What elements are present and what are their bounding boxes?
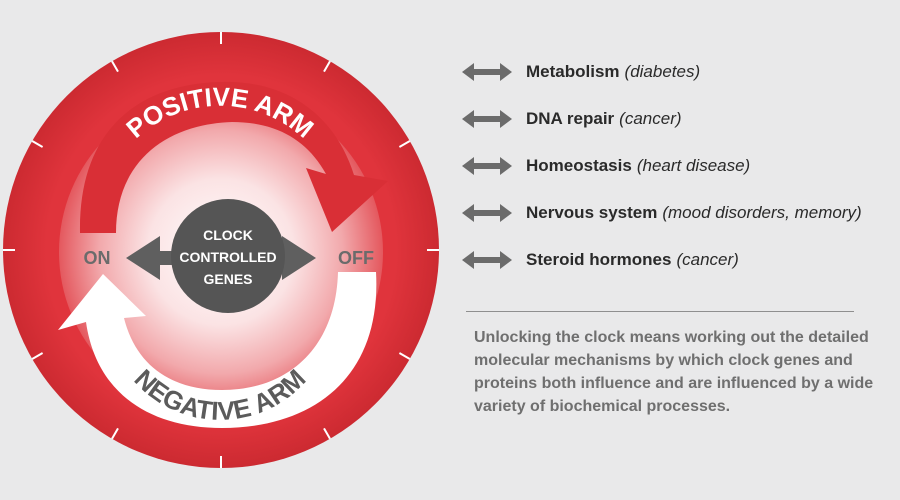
- caption-text: Unlocking the clock means working out th…: [474, 329, 874, 415]
- double-arrow-icon: [462, 157, 512, 175]
- clock-tick: [323, 60, 331, 73]
- pathway-disease: (heart disease): [636, 156, 751, 175]
- pathway-disease: (mood disorders, memory): [662, 203, 862, 222]
- pathway-item: Metabolism (diabetes): [462, 56, 892, 88]
- clock-tick: [398, 352, 411, 360]
- clock-tick: [323, 427, 331, 440]
- double-arrow-icon: [462, 63, 512, 81]
- off-label: OFF: [338, 248, 374, 268]
- pathway-name: Steroid hormones: [526, 250, 672, 269]
- pathway-list: Metabolism (diabetes) DNA repair (cancer…: [462, 56, 892, 291]
- divider: [466, 311, 854, 312]
- clock-diagram: POSITIVE ARM NEGATIVE ARM CLOCK CONTROLL…: [3, 32, 439, 468]
- positive-arm-arrow: [79, 81, 389, 233]
- clock-ticks: [3, 32, 439, 468]
- center-label-line-3: GENES: [203, 271, 252, 287]
- double-arrow-icon: [462, 204, 512, 222]
- on-label: ON: [84, 248, 111, 268]
- pathway-item: Steroid hormones (cancer): [462, 244, 892, 276]
- pathway-disease: (diabetes): [624, 62, 701, 81]
- pathway-name: Nervous system: [526, 203, 658, 222]
- clock-controlled-genes-node: [171, 199, 285, 313]
- center-label-line-1: CLOCK: [203, 227, 253, 243]
- pathway-name: Homeostasis: [526, 156, 632, 175]
- double-arrow-icon: [462, 110, 512, 128]
- clock-tick: [111, 427, 119, 440]
- pathway-disease: (cancer): [676, 250, 739, 269]
- clock-tick: [398, 140, 411, 148]
- pathway-name: Metabolism: [526, 62, 620, 81]
- pathway-item: Nervous system (mood disorders, memory): [462, 197, 892, 229]
- double-arrow-icon: [462, 251, 512, 269]
- negative-arm-arrow: [58, 272, 377, 428]
- pathway-name: DNA repair: [526, 109, 615, 128]
- clock-tick: [31, 352, 44, 360]
- pathway-disease: (cancer): [619, 109, 682, 128]
- clock-tick: [31, 140, 44, 148]
- clock-tick: [111, 60, 119, 73]
- pathway-item: Homeostasis (heart disease): [462, 150, 892, 182]
- pathway-item: DNA repair (cancer): [462, 103, 892, 135]
- center-label-line-2: CONTROLLED: [179, 249, 276, 265]
